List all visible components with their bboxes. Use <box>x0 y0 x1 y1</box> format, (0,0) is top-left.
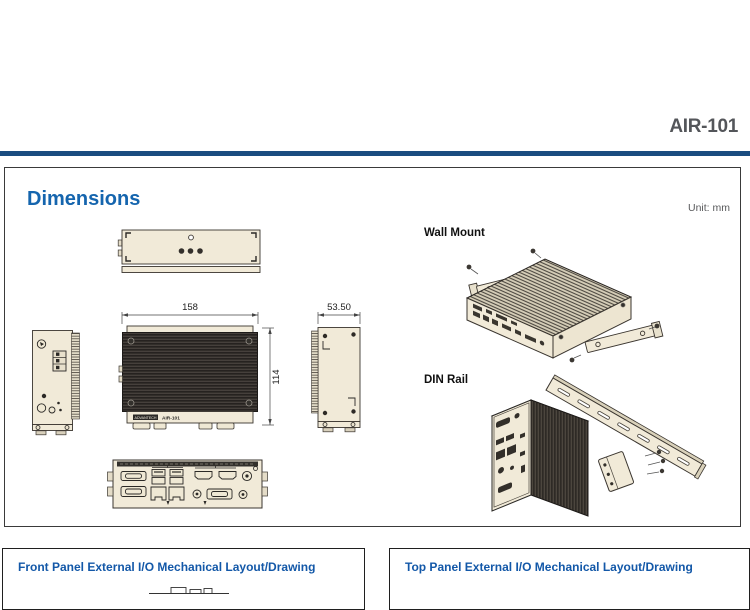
front-view-drawing: ADVANTECH AIR-101 <box>118 325 258 430</box>
top-io-panel-title: Top Panel External I/O Mechanical Layout… <box>405 560 693 574</box>
dimensions-heading: Dimensions <box>27 188 141 210</box>
front-io-panel-section: Front Panel External I/O Mechanical Layo… <box>2 548 365 610</box>
wall-mount-drawing <box>465 248 664 363</box>
device-brand-badge: ADVANTECH <box>135 416 157 420</box>
depth-dimension <box>317 312 361 324</box>
width-dimension <box>121 312 259 324</box>
right-side-view-drawing <box>311 327 361 433</box>
device-model-label: AIR-101 <box>162 416 180 422</box>
io-panel-view-drawing <box>107 459 268 509</box>
unit-label: Unit: mm <box>688 202 730 214</box>
width-dimension-value: 158 <box>182 302 198 313</box>
top-view-drawing <box>117 229 261 273</box>
depth-dimension-value: 53.50 <box>327 302 351 313</box>
top-io-panel-section: Top Panel External I/O Mechanical Layout… <box>389 548 750 610</box>
height-dimension <box>262 327 274 426</box>
left-side-view-drawing <box>32 330 80 436</box>
header-rule <box>0 151 750 156</box>
din-rail-drawing <box>490 374 707 517</box>
wall-mount-label: Wall Mount <box>424 227 485 239</box>
front-io-drawing-fragment <box>149 587 229 594</box>
front-io-panel-title: Front Panel External I/O Mechanical Layo… <box>18 560 316 574</box>
din-rail-label: DIN Rail <box>424 374 469 386</box>
page-title: AIR-101 <box>669 116 738 137</box>
orthographic-views-drawing: 158 ADVANTECH AIR-101 114 <box>32 229 361 509</box>
height-dimension-value: 114 <box>271 369 282 384</box>
